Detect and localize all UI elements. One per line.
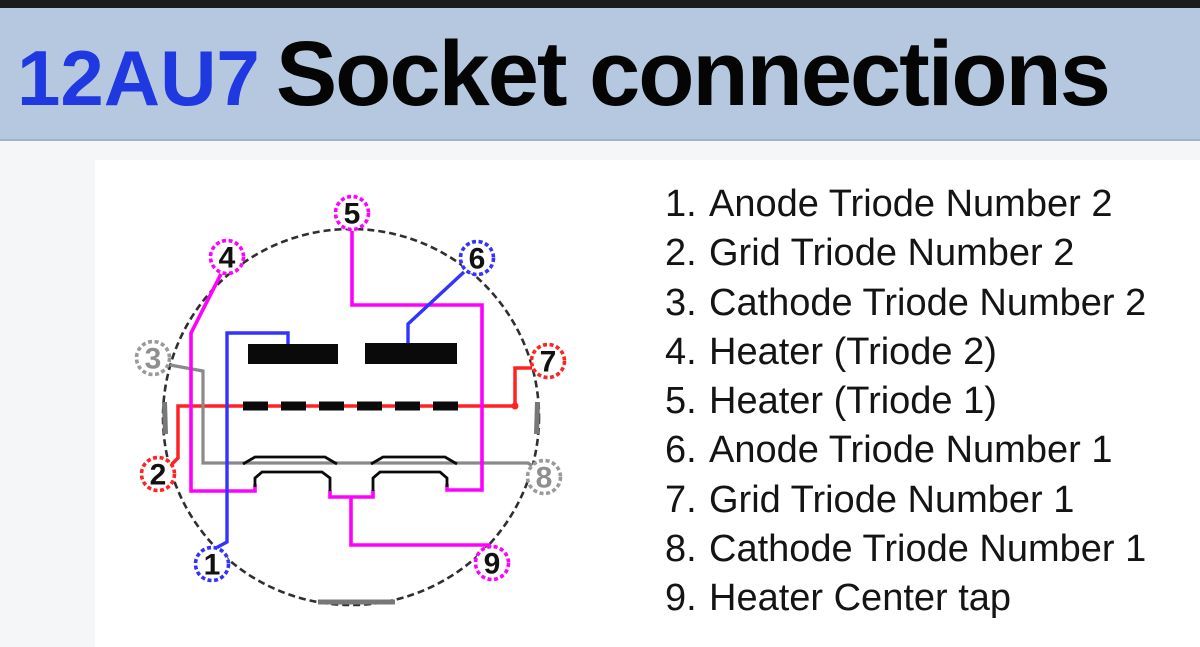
- legend-item-label: Grid Triode Number 2: [709, 232, 1075, 275]
- legend-item-5: 5. Heater (Triode 1): [665, 377, 1146, 426]
- top-strip: [0, 0, 1200, 8]
- legend-item-label: Grid Triode Number 1: [709, 478, 1075, 521]
- heater-bracket-triode2: [253, 470, 332, 491]
- anode-plate-triode2: [248, 344, 338, 364]
- legend-item-number: 3.: [665, 281, 697, 324]
- pin-8-ring: [525, 458, 563, 496]
- cathode-bracket-triode2: [242, 455, 338, 466]
- pin-5-number: 5: [344, 198, 361, 231]
- pin-4-number: 4: [219, 242, 236, 275]
- pin-9-ring: [473, 544, 511, 582]
- pin-7-ring: [529, 342, 567, 380]
- heater-wire-pin4: [189, 273, 257, 493]
- pin-4-marker: 4: [208, 238, 246, 276]
- legend-item-number: 9.: [665, 577, 697, 620]
- pin-1-number: 1: [204, 549, 221, 582]
- pin-7-marker: 7: [529, 342, 567, 380]
- legend-item-3: 3. Cathode Triode Number 2: [665, 279, 1146, 328]
- legend-item-2: 2. Grid Triode Number 2: [665, 229, 1146, 278]
- legend-item-label: Cathode Triode Number 2: [709, 281, 1147, 324]
- pin-2-ring: [139, 455, 177, 493]
- pins-layer: 1 2 3 4 5 6 7 8 9: [134, 194, 567, 583]
- page-header: 12AU7 Socket connections: [0, 8, 1200, 141]
- legend-item-label: Heater (Triode 2): [709, 330, 997, 373]
- tube-model-title: 12AU7: [17, 34, 260, 122]
- legend-item-number: 6.: [665, 429, 697, 472]
- pin-6-marker: 6: [458, 239, 496, 277]
- legend-item-7: 7. Grid Triode Number 1: [665, 476, 1146, 525]
- legend-item-label: Anode Triode Number 2: [709, 183, 1113, 225]
- legend-item-label: Cathode Triode Number 1: [709, 528, 1147, 571]
- grid-wire: [167, 366, 532, 469]
- legend-item-label: Heater (Triode 1): [709, 380, 997, 423]
- pin-3-marker: 3: [134, 339, 172, 377]
- pin-8-number: 8: [536, 462, 553, 495]
- legend-item-number: 1.: [665, 183, 697, 225]
- pin-5-marker: 5: [333, 194, 371, 232]
- page-title: 12AU7 Socket connections: [0, 8, 1111, 138]
- pin-1-ring: [193, 545, 231, 583]
- legend-item-number: 4.: [665, 330, 697, 373]
- socket-outline-left-mark: [162, 401, 168, 435]
- legend-item-number: 2.: [665, 232, 697, 275]
- legend-item-9: 9. Heater Center tap: [665, 574, 1146, 623]
- pin-5-ring: [333, 194, 371, 232]
- pin-8-marker: 8: [525, 458, 563, 496]
- pin-9-number: 9: [484, 548, 501, 581]
- pin-3-ring: [134, 339, 172, 377]
- heater-bracket-triode1: [371, 470, 449, 491]
- grid-wire-junction: [511, 402, 519, 410]
- content-panel: [95, 160, 1200, 647]
- legend-item-number: 7.: [665, 478, 697, 521]
- legend-item-number: 8.: [665, 528, 697, 571]
- legend-item-label: Heater Center tap: [709, 577, 1012, 620]
- anode-plate-triode1: [365, 343, 457, 364]
- anode-wire-pin6: [406, 270, 466, 343]
- pin-4-ring: [208, 238, 246, 276]
- pin-6-ring: [458, 239, 496, 277]
- heater-center-tap-wire: [328, 490, 494, 551]
- heater-wire-pin5: [350, 231, 484, 492]
- anode-wire-pin1: [213, 331, 290, 551]
- page-title-text: Socket connections: [275, 23, 1111, 125]
- legend-item-number: 5.: [665, 380, 697, 423]
- legend-item-1: 1. Anode Triode Number 2: [665, 180, 1146, 229]
- pin-2-marker: 2: [139, 455, 177, 493]
- legend-item-label: Anode Triode Number 1: [709, 429, 1113, 472]
- cathode-bracket-triode1: [370, 455, 458, 466]
- legend-item-4: 4. Heater (Triode 2): [665, 328, 1146, 377]
- pin-2-number: 2: [150, 459, 167, 492]
- legend-item-8: 8. Cathode Triode Number 1: [665, 525, 1146, 574]
- pin-1-marker: 1: [193, 545, 231, 583]
- pin-3-number: 3: [145, 343, 162, 376]
- pin-9-marker: 9: [473, 544, 511, 582]
- pin-7-number: 7: [540, 346, 557, 379]
- pin-6-number: 6: [469, 243, 486, 276]
- socket-outline-right-mark: [534, 401, 540, 435]
- legend-item-6: 6. Anode Triode Number 1: [665, 426, 1146, 475]
- pin-legend: 1. Anode Triode Number 2 2. Grid Triode Num…: [665, 180, 1146, 624]
